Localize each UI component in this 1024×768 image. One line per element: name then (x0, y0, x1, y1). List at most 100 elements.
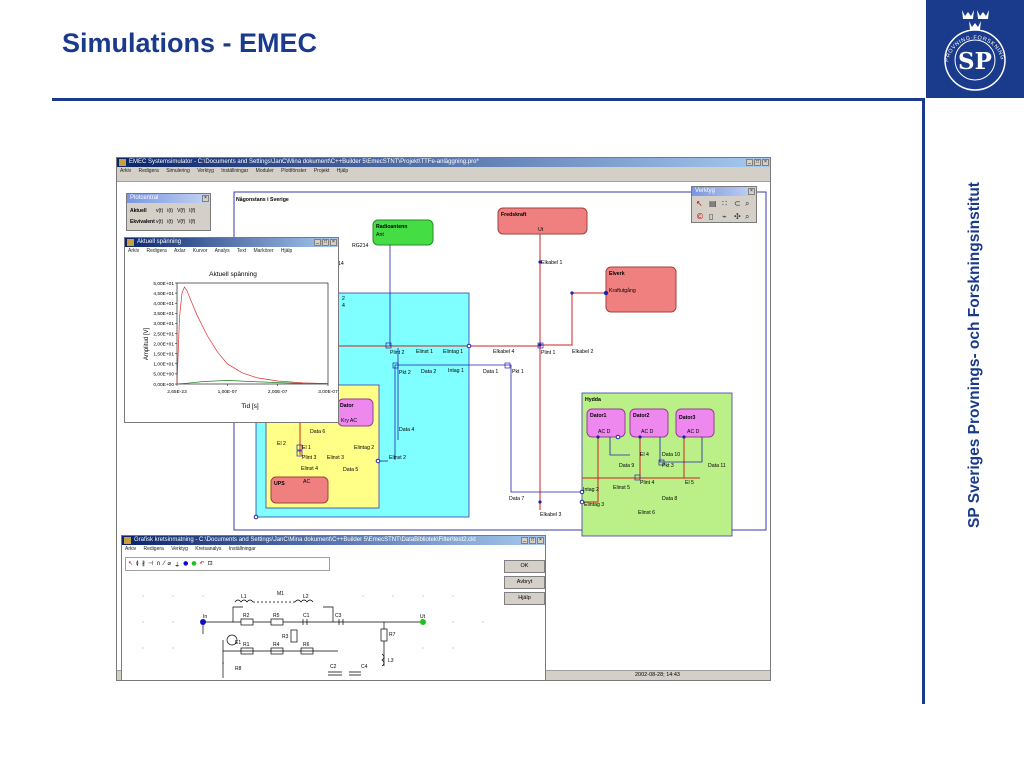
close-button[interactable]: × (748, 188, 755, 195)
menu-verktyg[interactable]: Verktyg (197, 168, 214, 174)
resistor-tool-icon[interactable]: ⊣ (147, 560, 154, 567)
svg-text:Elinst 4: Elinst 4 (301, 466, 318, 472)
source-tool-icon[interactable]: ⌀ (167, 560, 172, 567)
minimize-button[interactable]: _ (521, 537, 528, 544)
plotcentral-titlebar[interactable]: Plotcentral × (127, 194, 210, 203)
status-date: 2002-08-28; 14:43 (635, 672, 680, 678)
menu-analys[interactable]: Analys (214, 248, 230, 254)
menu-moduler[interactable]: Moduler (255, 168, 274, 174)
block-elverk (605, 266, 677, 313)
svg-text:Data 11: Data 11 (708, 463, 726, 469)
y-tick-label: 4,00E+01 (153, 301, 174, 307)
menu-plottfonster[interactable]: Plottfönster (281, 168, 307, 174)
plot-vf-button[interactable]: V(f) (177, 219, 186, 225)
svg-text:Ut: Ut (420, 614, 426, 620)
chart-title: Aktuell spänning (209, 271, 257, 278)
plotcentral-window[interactable]: Plotcentral × Aktuell v(t)i(t)V(f)I(f) E… (126, 193, 211, 231)
minimize-button[interactable]: _ (746, 159, 753, 166)
cancel-button[interactable]: Avbryt (504, 576, 545, 589)
menu-projekt[interactable]: Projekt (313, 168, 330, 174)
x-tick-label: 3,00E-07 (318, 389, 338, 395)
svg-text:E1: E1 (235, 640, 241, 646)
plot-it-button[interactable]: i(t) (167, 208, 174, 214)
ok-button[interactable]: OK (504, 560, 545, 573)
svg-text:R8: R8 (235, 666, 242, 672)
maximize-button[interactable]: □ (754, 159, 761, 166)
svg-text:Kraftutgång: Kraftutgång (609, 287, 636, 294)
menu-verktyg[interactable]: Verktyg (171, 546, 188, 552)
node-in-icon[interactable]: ● (183, 560, 189, 567)
delete-icon: © (696, 212, 704, 221)
menu-simulering[interactable]: Simulering (166, 168, 190, 174)
menu-installningar[interactable]: Inställningar (221, 168, 249, 174)
menu-markorer[interactable]: Markörer (253, 248, 274, 254)
block-dator3 (675, 408, 715, 438)
help-button[interactable]: Hjälp (504, 592, 545, 605)
menu-axlar[interactable]: Axlar (173, 248, 186, 254)
ground-tool-icon[interactable]: ⏚ (174, 562, 181, 569)
capacitor-tool-icon[interactable]: ∦ (141, 560, 145, 567)
voltage-window[interactable]: Aktuell spänning _□× Arkiv Redigera Axla… (124, 237, 339, 423)
verktyg-window[interactable]: Verktyg × ↖ ▤ ∷ ⊂ ⌕ © ▯ ⌁ ✣ ⌕ (691, 186, 757, 223)
block-dator2 (629, 408, 669, 438)
coil-tool-icon[interactable]: ∩ (156, 560, 161, 567)
main-window-titlebar[interactable]: EMEC Systemsimulator - C:\Documents and … (117, 158, 770, 167)
verktyg-titlebar[interactable]: Verktyg × (692, 187, 756, 196)
data-lines (378, 245, 703, 493)
svg-text:Elinst 6: Elinst 6 (638, 510, 655, 516)
menu-redigera[interactable]: Redigera (146, 248, 167, 254)
svg-text:Elinst 3: Elinst 3 (327, 455, 344, 461)
voltage-titlebar[interactable]: Aktuell spänning _□× (125, 238, 338, 247)
line-tool-icon[interactable]: ⁄ (163, 560, 165, 567)
close-button[interactable]: × (762, 159, 769, 166)
menu-arkiv[interactable]: Arkiv (125, 546, 137, 552)
maximize-button[interactable]: □ (529, 537, 536, 544)
undo-icon[interactable]: ↶ (199, 560, 205, 567)
close-button[interactable]: × (330, 239, 337, 246)
plot-if-button[interactable]: I(f) (189, 208, 196, 214)
svg-text:R7: R7 (389, 632, 396, 638)
svg-text:M1: M1 (277, 591, 284, 597)
plot-vt-button[interactable]: v(t) (156, 208, 164, 214)
close-button[interactable]: × (202, 195, 209, 202)
menu-redigera[interactable]: Redigera (143, 546, 164, 552)
circuit-menubar: Arkiv Redigera Verktyg Kretsanalys Instä… (122, 545, 545, 553)
svg-text:Intag 1: Intag 1 (448, 368, 464, 374)
main-window-title: EMEC Systemsimulator - C:\Documents and … (129, 159, 479, 165)
menu-text[interactable]: Text (236, 248, 247, 254)
svg-text:Ut: Ut (538, 227, 544, 233)
menu-kurvor[interactable]: Kurvor (192, 248, 208, 254)
sp-logo: SP PROVNING·FORSKNING (926, 0, 1024, 98)
plot-if-button[interactable]: I(f) (189, 219, 196, 225)
plot-vf-button[interactable]: V(f) (177, 208, 186, 214)
grid-icon[interactable]: ⊡ (207, 560, 213, 567)
inductor-tool-icon[interactable]: ≬ (136, 560, 139, 567)
minimize-button[interactable]: _ (314, 239, 321, 246)
title-divider (52, 98, 924, 101)
node-out-icon[interactable]: ● (191, 560, 197, 567)
plot-area (176, 282, 329, 385)
menu-hjalp[interactable]: Hjälp (280, 248, 293, 254)
svg-text:R2: R2 (243, 613, 250, 619)
menu-redigera[interactable]: Redigera (138, 168, 159, 174)
circuit-titlebar[interactable]: Grafisk kretsinmatning - C:\Documents an… (122, 536, 545, 545)
circuit-window[interactable]: Grafisk kretsinmatning - C:\Documents an… (121, 535, 546, 681)
pointer-icon[interactable]: ↖ (128, 560, 134, 567)
menu-arkiv[interactable]: Arkiv (120, 168, 132, 174)
plot-it-button[interactable]: i(t) (167, 219, 174, 225)
plot-vt-button[interactable]: v(t) (156, 219, 164, 225)
maximize-button[interactable]: □ (322, 239, 329, 246)
menu-installningar[interactable]: Inställningar (228, 546, 256, 552)
menu-kretsanalys[interactable]: Kretsanalys (195, 546, 222, 552)
circuit-canvas[interactable]: In Ut L1 M1 L2 R2 R5 C1 C3 R7 R3 E1 R1 R… (123, 574, 498, 680)
svg-text:Data 4: Data 4 (399, 427, 414, 433)
menu-hjalp[interactable]: Hjälp (336, 168, 349, 174)
svg-text:Kry AC: Kry AC (341, 418, 357, 424)
svg-text:Data 7: Data 7 (509, 496, 524, 502)
svg-text:Data 6: Data 6 (310, 429, 325, 435)
svg-text:R5: R5 (273, 613, 280, 619)
main-menubar: Arkiv Redigera Simulering Verktyg Instäl… (117, 167, 770, 175)
svg-text:El 4: El 4 (640, 452, 649, 458)
menu-arkiv[interactable]: Arkiv (128, 248, 140, 254)
close-button[interactable]: × (537, 537, 544, 544)
